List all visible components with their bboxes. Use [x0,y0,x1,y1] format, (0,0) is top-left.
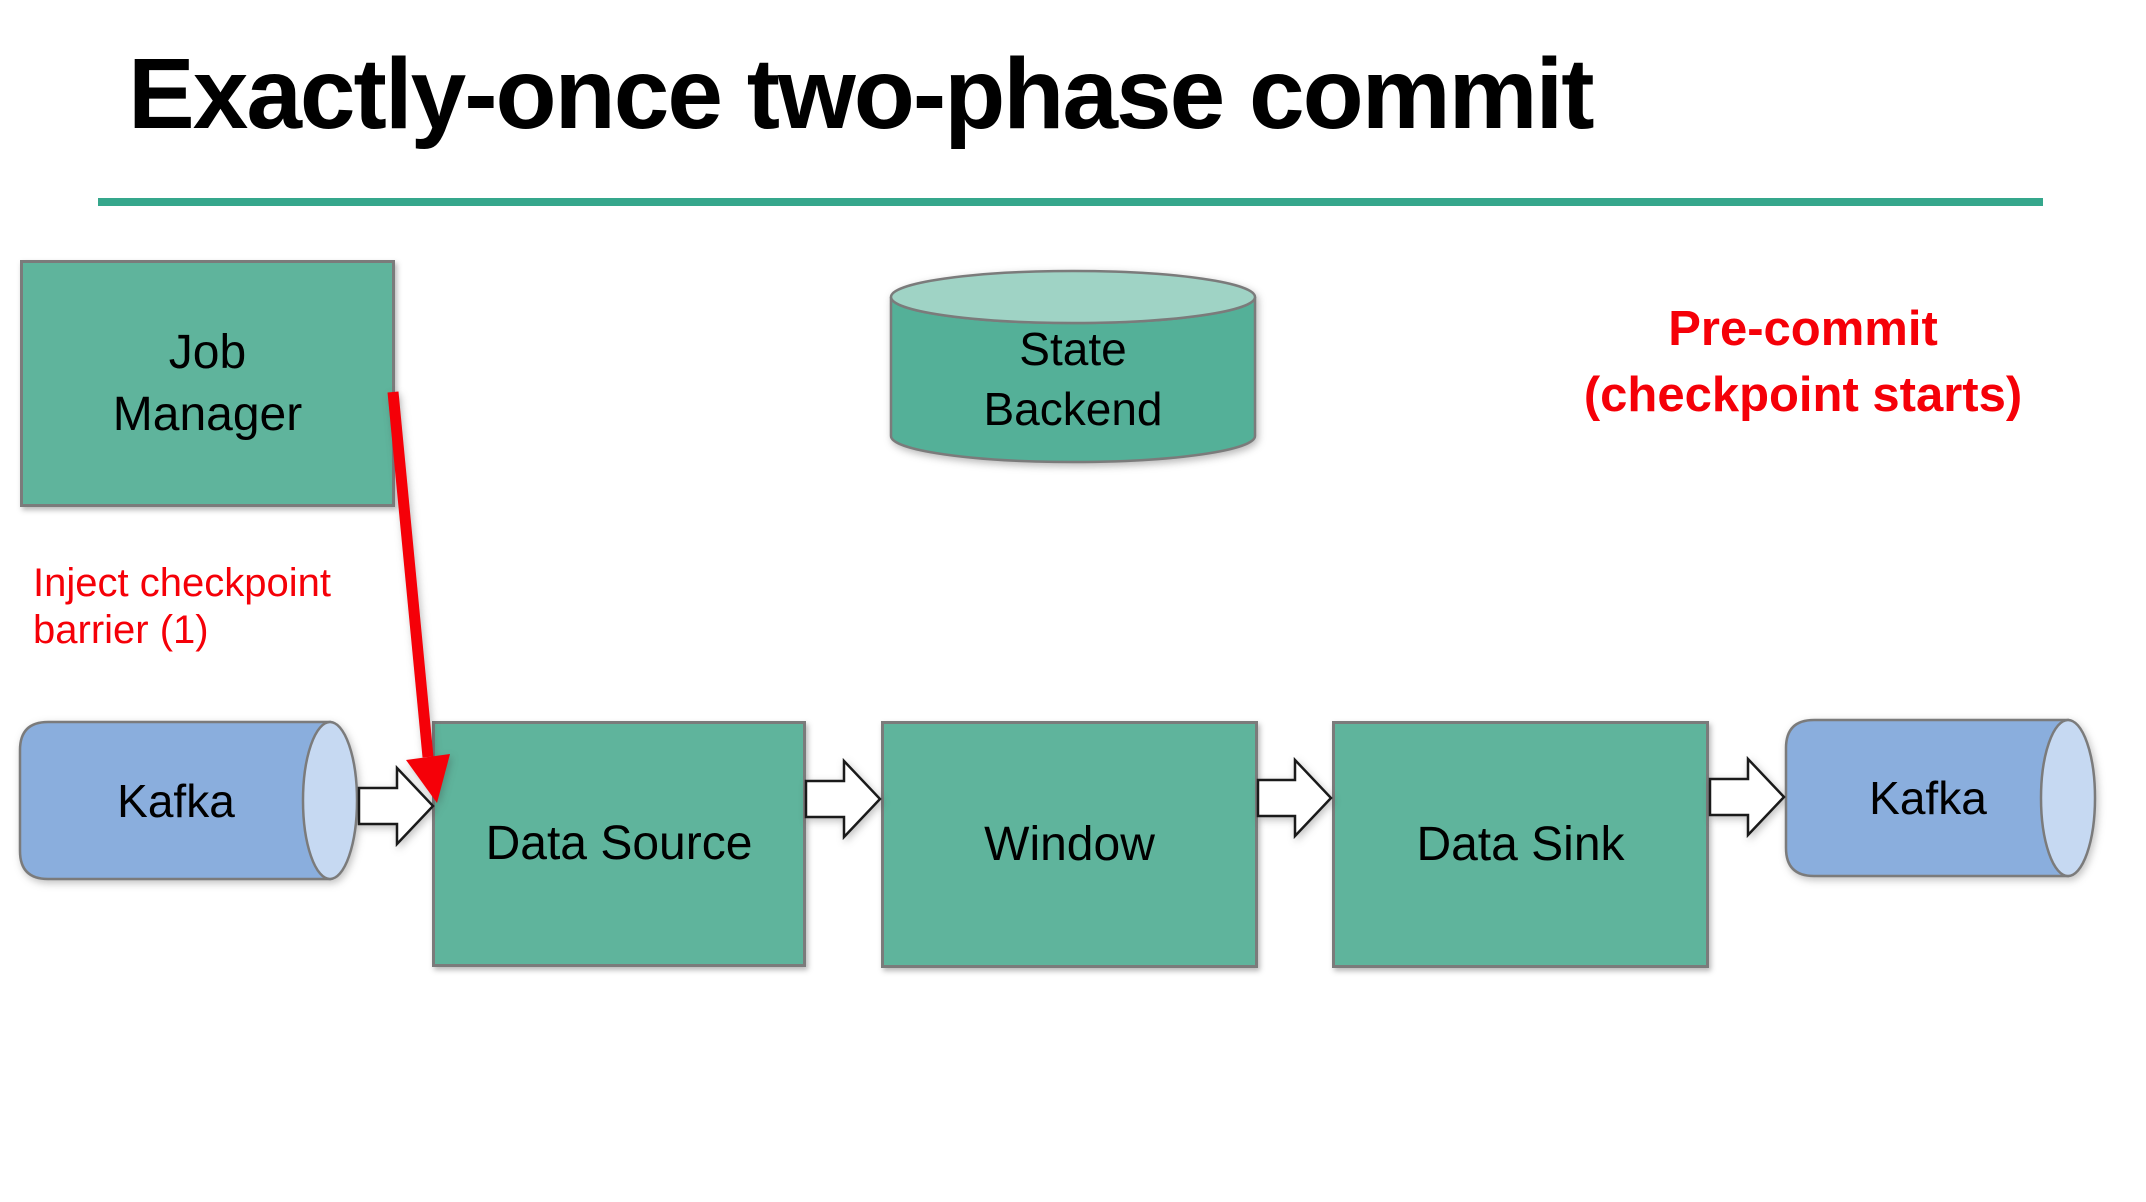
slide-title: Exactly-once two-phase commit [128,38,1595,150]
window-label: Window [984,817,1155,871]
state-backend-label: State Backend [983,323,1163,435]
job-manager-label: Job Manager [112,326,303,441]
inject-barrier-annotation: Inject checkpoint barrier (1) [33,561,331,653]
state-backend-shape [889,269,1257,464]
job-manager-box: Job Manager [20,260,395,507]
window-box: Window [881,721,1258,968]
state-backend-cylinder: State Backend [888,268,1258,468]
cylinder-top [889,269,1257,325]
data-sink-box: Data Sink [1332,721,1709,968]
pre-commit-annotation: Pre-commit (checkpoint starts) [1583,302,2023,423]
arrow-source-to-window-icon [804,757,882,841]
arrow-kafka-to-source-icon [357,764,435,848]
title-underline [98,198,2043,206]
arrow-sink-to-kafka-icon [1708,755,1786,839]
data-sink-label: Data Sink [1416,817,1625,871]
data-source-box: Data Source [432,721,806,967]
data-source-label: Data Source [485,817,753,871]
kafka-source-label: Kafka [117,774,235,827]
arrow-window-to-sink-icon [1256,756,1333,840]
kafka-sink-label: Kafka [1869,772,1987,824]
